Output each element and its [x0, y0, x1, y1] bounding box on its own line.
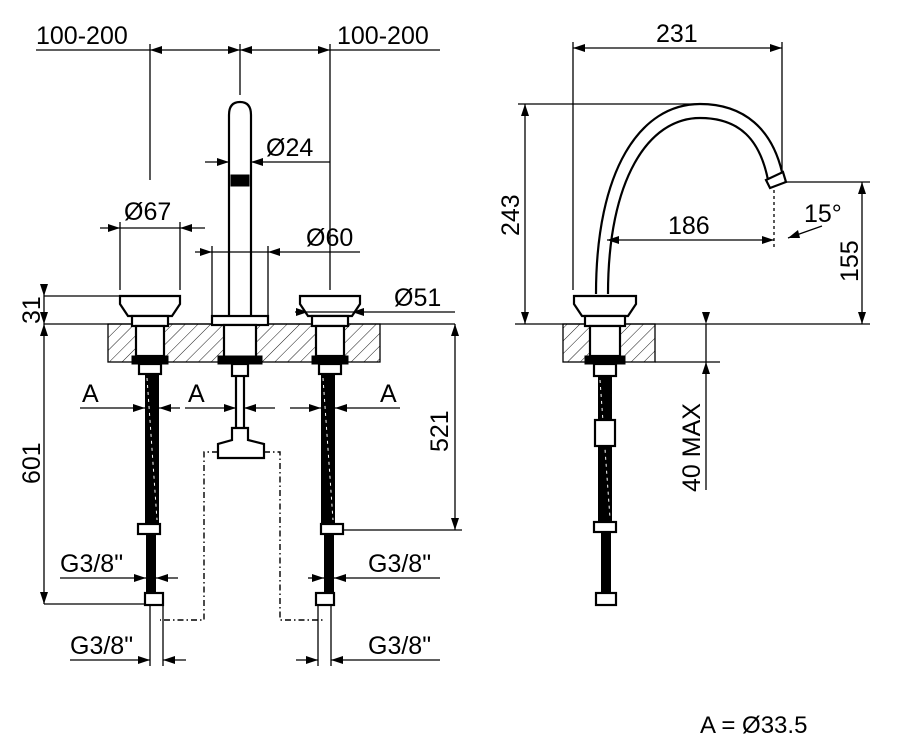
- handle-diameter-label: Ø67: [124, 198, 171, 226]
- side-view: 231 243 186 15° 155: [497, 20, 870, 607]
- connector-bottom-left-label: G3/8": [70, 632, 133, 660]
- outlet-angle-label: 15°: [804, 200, 842, 228]
- side-hose: [598, 376, 612, 522]
- hose-offset-right-label: A: [380, 380, 397, 408]
- deck-height-label: 31: [18, 296, 46, 324]
- spout-height-label: 243: [497, 194, 525, 236]
- spread-left-label: 100-200: [36, 22, 128, 50]
- dashed-hose-route: [160, 451, 218, 621]
- mixing-tee: [216, 426, 266, 460]
- right-handle: [298, 294, 362, 318]
- base-diameter-label: Ø60: [306, 224, 353, 252]
- body-depth-label: 521: [426, 410, 454, 452]
- spout-tube: [227, 100, 253, 318]
- aerator: [230, 174, 250, 187]
- max-deck-thickness-label: 40 MAX: [678, 403, 706, 492]
- connector-top-left-label: G3/8": [60, 550, 123, 578]
- spout-reach-label: 231: [656, 20, 698, 48]
- side-handle: [572, 294, 638, 318]
- connector-top-right-label: G3/8": [368, 550, 431, 578]
- spout-diameter-label: Ø24: [266, 134, 313, 162]
- left-handle: [118, 294, 182, 318]
- hose-offset-middle-label: A: [188, 380, 205, 408]
- spread-right-label: 100-200: [337, 22, 429, 50]
- outlet-reach-label: 186: [668, 212, 710, 240]
- total-depth-label: 601: [18, 442, 46, 484]
- outlet-height-label: 155: [836, 240, 864, 282]
- spout-base: [210, 314, 270, 327]
- front-view: 100-200 100-200 Ø24 Ø60 Ø: [18, 22, 462, 666]
- curved-spout: [594, 102, 784, 295]
- connector-bottom-right-label: G3/8": [368, 632, 431, 660]
- hose-offset-left-label: A: [82, 380, 99, 408]
- hose-diameter-note: A = Ø33.5: [700, 712, 808, 739]
- right-handle-diameter-label: Ø51: [394, 284, 441, 312]
